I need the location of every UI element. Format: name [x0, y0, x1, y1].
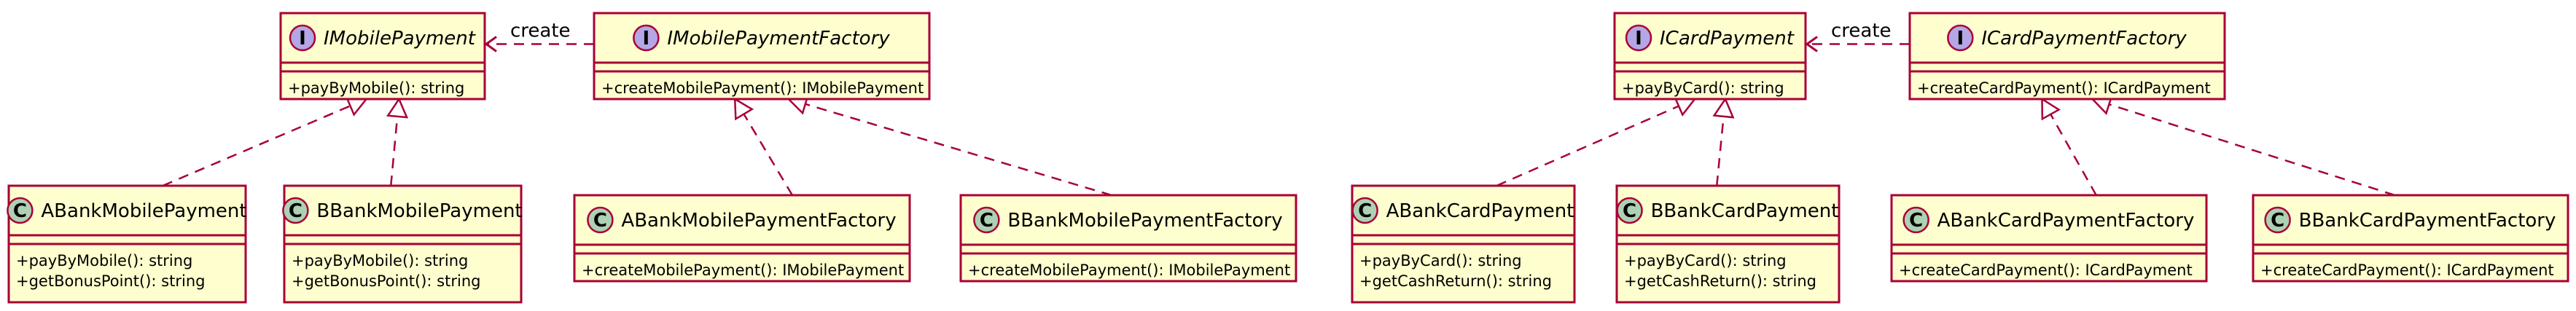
realization-arrow-abank-mobile-payment	[162, 96, 369, 187]
class-icon	[1351, 197, 1378, 224]
class-name: IMobilePayment	[324, 28, 476, 50]
realization-arrow-abank-card-payment-factory	[2041, 97, 2097, 196]
class-box-abank-card-payment: ABankCardPayment C +payByCard(): string +ge…	[1351, 184, 1576, 304]
class-member: +getBonusPoint(): string	[16, 272, 205, 290]
create-label: create	[510, 20, 571, 42]
class-box-abank-card-payment-factory: ABankCardPaymentFactory C +createCardPayme…	[1890, 194, 2208, 283]
realization-line	[2050, 114, 2097, 196]
class-member: +createCardPayment(): ICardPayment	[2260, 261, 2554, 279]
class-box-frame	[1890, 194, 2208, 283]
class-icon	[973, 206, 1000, 234]
class-member: +createCardPayment(): ICardPayment	[1899, 261, 2193, 279]
realization-arrow-bbank-card-payment-factory	[2091, 94, 2395, 197]
class-member: +payByCard(): string	[1622, 79, 1784, 97]
realization-arrowhead	[2041, 97, 2061, 121]
badge-letter: C	[13, 200, 27, 222]
class-box-frame	[959, 194, 1297, 283]
class-icon	[7, 197, 34, 224]
class-member: +createCardPayment(): ICardPayment	[1917, 79, 2211, 97]
realization-line	[805, 103, 1112, 197]
class-box-bbank-card-payment-factory: BBankCardPaymentFactory C +createCardPayme…	[2252, 194, 2569, 283]
class-name: IMobilePaymentFactory	[667, 28, 890, 50]
class-box-icard-payment: ICardPayment I +payByCard(): string	[1613, 12, 1807, 101]
class-box-bbank-card-payment: BBankCardPayment C +payByCard(): string +ge…	[1615, 184, 1841, 304]
class-name: ABankMobilePaymentFactory	[621, 210, 896, 232]
class-icon	[1616, 197, 1643, 224]
class-name: ICardPayment	[1660, 28, 1795, 50]
class-name: BBankCardPaymentFactory	[2299, 210, 2556, 232]
interface-icon	[1625, 24, 1652, 52]
class-member: +createMobilePayment(): IMobilePayment	[601, 79, 924, 97]
realization-arrowhead	[386, 97, 409, 119]
realization-arrow-abank-mobile-payment-factory	[733, 97, 794, 196]
class-member: +createMobilePayment(): IMobilePayment	[582, 261, 904, 279]
realization-arrow-bbank-mobile-payment-factory	[787, 93, 1112, 197]
class-box-abank-mobile-payment-factory: ABankMobilePaymentFactory C +createMobileP…	[573, 194, 911, 283]
interface-icon	[1947, 24, 1974, 52]
badge-letter: C	[1909, 210, 1923, 232]
class-name: ABankCardPaymentFactory	[1937, 210, 2195, 232]
class-member: +payByCard(): string	[1624, 252, 1787, 269]
realization-line	[390, 116, 399, 186]
class-member: +getCashReturn(): string	[1624, 272, 1816, 290]
realization-arrow-bbank-card-payment	[1712, 97, 1735, 186]
class-icon	[1902, 206, 1929, 234]
class-box-bbank-mobile-payment-factory: BBankMobilePaymentFactory C +createMobileP…	[959, 194, 1297, 283]
class-icon	[587, 206, 614, 234]
create-arrow-imobile-payment-factory: create	[484, 20, 594, 52]
realization-line	[743, 113, 794, 196]
create-arrow-icard-payment-factory: create	[1805, 20, 1910, 52]
class-box-imobile-payment: IMobilePayment I +payByMobile(): string	[279, 12, 486, 101]
class-icon	[2264, 206, 2291, 234]
class-box-icard-payment-factory: ICardPaymentFactory I +createCardPayment()…	[1908, 12, 2226, 101]
interface-icon	[633, 24, 660, 52]
realization-arrowhead	[733, 97, 754, 121]
class-box-frame	[573, 194, 911, 283]
class-box-frame	[2252, 194, 2569, 283]
class-box-abank-mobile-payment: ABankMobilePayment C +payByMobile(): strin…	[7, 184, 247, 304]
class-member: +payByMobile(): string	[292, 252, 468, 269]
class-member: +payByMobile(): string	[288, 79, 464, 97]
badge-letter: I	[1635, 28, 1642, 50]
badge-letter: C	[1358, 200, 1372, 222]
create-label: create	[1831, 20, 1892, 42]
class-name: BBankCardPayment	[1651, 200, 1839, 222]
class-name: BBankMobilePayment	[316, 200, 522, 222]
badge-letter: C	[593, 210, 607, 232]
badge-letter: C	[2271, 210, 2284, 232]
class-member: +getCashReturn(): string	[1359, 272, 1552, 290]
class-box-imobile-payment-factory: IMobilePaymentFactory I +createMobilePayme…	[593, 12, 931, 101]
badge-letter: I	[1957, 28, 1964, 50]
class-name: ICardPaymentFactory	[1981, 28, 2187, 50]
badge-letter: C	[1623, 200, 1636, 222]
realization-line	[2109, 103, 2395, 197]
realization-arrow-abank-card-payment	[1496, 96, 1697, 187]
create-arrowhead	[484, 36, 497, 52]
class-member: +createMobilePayment(): IMobilePayment	[968, 261, 1290, 279]
realization-arrowhead	[1712, 97, 1735, 119]
realization-line	[1716, 116, 1725, 186]
class-name: BBankMobilePaymentFactory	[1007, 210, 1282, 232]
realization-arrow-bbank-mobile-payment	[386, 97, 409, 186]
class-member: +payByMobile(): string	[16, 252, 192, 269]
badge-letter: I	[643, 28, 650, 50]
class-member: +getBonusPoint(): string	[292, 272, 480, 290]
badge-letter: C	[289, 200, 303, 222]
class-icon	[282, 197, 309, 224]
class-name: ABankCardPayment	[1386, 200, 1574, 222]
badge-letter: C	[980, 210, 994, 232]
create-arrowhead	[1805, 36, 1818, 52]
interface-icon	[289, 24, 316, 52]
class-box-bbank-mobile-payment: BBankMobilePayment C +payByMobile(): strin…	[282, 184, 523, 304]
class-name: ABankMobilePayment	[41, 200, 246, 222]
class-member: +payByCard(): string	[1359, 252, 1522, 269]
realization-line	[162, 105, 351, 187]
realization-line	[1496, 105, 1679, 187]
class-box-frame	[279, 12, 486, 101]
badge-letter: I	[299, 28, 306, 50]
